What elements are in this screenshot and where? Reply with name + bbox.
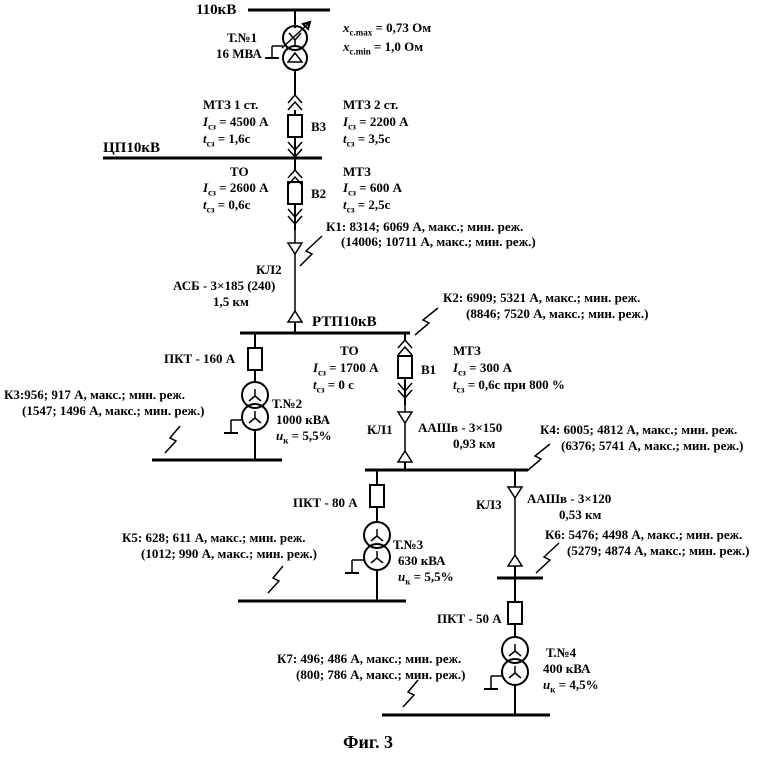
label-to-b1-current: Iсз = 1700 А [313, 360, 379, 378]
label-k1-line1: К1: 8314; 6069 А, макс.; мин. реж. [326, 219, 524, 234]
fault-k7-arrow [402, 679, 419, 708]
label-xc-max: xc.max = 0,73 Ом [343, 20, 432, 38]
label-mtz2-title: МТЗ 2 ст. [343, 97, 399, 112]
label-b2: В2 [311, 186, 327, 201]
cable-end-kl1-top [396, 411, 414, 425]
transformer-t3 [363, 521, 391, 571]
fault-k3-arrow [164, 425, 181, 454]
label-t4-name: Т.№4 [546, 645, 577, 660]
label-mtz1-time: tсз = 1,6с [203, 131, 251, 149]
label-k7-line1: К7: 496; 486 А, макс.; мин. реж. [277, 651, 462, 666]
label-t2-uk: uк = 5,5% [276, 428, 332, 446]
fault-k4-arrow [526, 443, 551, 472]
label-k1-line2: (14006; 10711 А, макс.; мин. реж.) [341, 234, 536, 249]
fault-k5-arrow [267, 565, 284, 594]
disconnector-b1-upper [397, 338, 413, 356]
fuse-pkt80 [369, 484, 385, 508]
label-to-b1-title: ТО [340, 343, 359, 358]
label-aashv150-line2: 0,93 км [453, 436, 496, 451]
label-kl1: КЛ1 [367, 422, 393, 437]
label-to-b1-time: tсз = 0 с [313, 377, 354, 395]
label-bus-rtp: РТП10кВ [312, 314, 377, 330]
label-to-b2-time: tсз = 0,6с [203, 197, 251, 215]
label-pkt80: ПКТ - 80 А [293, 495, 358, 510]
label-bus-cp: ЦП10кВ [103, 140, 160, 156]
ground-t1 [265, 45, 283, 59]
transformer-t4 [501, 636, 529, 686]
label-xc-min: xc.min = 1,0 Ом [343, 39, 424, 57]
label-mtz-b1-time: tсз = 0,6с при 800 % [453, 377, 565, 395]
cable-end-kl3-bottom [506, 553, 524, 567]
label-asb-line2: 1,5 км [213, 294, 249, 309]
breaker-b2 [287, 181, 303, 205]
label-to-b2-current: Iсз = 2600 А [203, 180, 269, 198]
ground-t2 [224, 419, 242, 434]
fault-k1-arrow [299, 235, 323, 267]
label-bus-110kv: 110кВ [196, 2, 237, 18]
fuse-pkt50 [507, 601, 523, 625]
label-b1: В1 [421, 362, 437, 377]
label-t2-name: Т.№2 [272, 396, 303, 411]
label-kl3: КЛ3 [476, 497, 502, 512]
breaker-b3 [287, 114, 303, 138]
label-t1-power: 16 МВА [216, 46, 262, 61]
cable-end-kl3-top [506, 486, 524, 500]
label-aashv120-line2: 0,53 км [559, 507, 602, 522]
transformer-t1 [281, 20, 312, 71]
label-mtz-b2-time: tсз = 2,5с [343, 197, 391, 215]
label-mtz-b1-title: МТЗ [453, 343, 481, 358]
label-t3-uk: uк = 5,5% [398, 569, 454, 587]
figure-caption: Фиг. 3 [343, 732, 393, 752]
label-t1-name: Т.№1 [227, 30, 258, 45]
cable-end-kl2-top [286, 242, 304, 256]
cable-end-kl1-bottom [396, 449, 414, 463]
label-k2-line2: (8846; 7520 А, макс.; мин. реж.) [466, 306, 649, 321]
label-mtz1-current: Iсз = 4500 А [203, 114, 269, 132]
label-k5-line2: (1012; 990 А, макс.; мин. реж.) [141, 546, 317, 561]
disconnector-b3-upper [287, 93, 303, 111]
label-t4-power: 400 кВА [543, 661, 591, 676]
ground-t3 [345, 559, 364, 574]
label-mtz-b2-current: Iсз = 600 А [343, 180, 402, 198]
label-k6-line1: К6: 5476; 4498 А, макс.; мин. реж. [545, 527, 743, 542]
label-k2-line1: К2: 6909; 5321 А, макс.; мин. реж. [443, 290, 641, 305]
label-k3-line1: К3:956; 917 А, макс.; мин. реж. [4, 387, 186, 402]
label-mtz1-title: МТЗ 1 ст. [203, 97, 259, 112]
label-t3-name: Т.№3 [393, 537, 424, 552]
label-b3: В3 [311, 119, 327, 134]
label-k4-line2: (6376; 5741 А, макс.; мин. реж.) [561, 438, 744, 453]
label-mtz-b1-current: Iсз = 300 А [453, 360, 512, 378]
label-aashv150-line1: ААШв - 3×150 [418, 420, 503, 435]
label-k6-line2: (5279; 4874 А, макс.; мин. реж.) [567, 543, 750, 558]
label-aashv120-line1: ААШв - 3×120 [527, 491, 612, 506]
label-asb-line1: АСБ - 3×185 (240) [173, 278, 276, 293]
label-mtz2-time: tсз = 3,5с [343, 131, 391, 149]
label-mtz-b2-title: МТЗ [343, 164, 371, 179]
label-t4-uk: uк = 4,5% [543, 677, 599, 695]
label-pkt50: ПКТ - 50 А [437, 611, 502, 626]
label-kl2: КЛ2 [256, 262, 282, 277]
cable-end-kl2-bottom [286, 309, 304, 323]
fuse-pkt160 [247, 347, 263, 371]
fault-k6-arrow [535, 542, 560, 574]
label-k3-line2: (1547; 1496 А, макс.; мин. реж.) [22, 403, 205, 418]
label-mtz2-current: Iсз = 2200 А [343, 114, 409, 132]
ground-t4 [484, 675, 502, 690]
label-to-b2-title: ТО [230, 164, 249, 179]
label-t3-power: 630 кВА [398, 553, 446, 568]
transformer-t2 [241, 381, 269, 431]
label-k5-line1: К5: 628; 611 А, макс.; мин. реж. [122, 530, 306, 545]
label-k4-line1: К4: 6005; 4812 А, макс.; мин. реж. [540, 422, 738, 437]
fault-k2-arrow [414, 307, 439, 336]
label-pkt160: ПКТ - 160 А [164, 351, 236, 366]
label-k7-line2: (800; 786 А, макс.; мин. реж.) [296, 667, 466, 682]
breaker-b1 [397, 355, 413, 379]
label-t2-power: 1000 кВА [276, 412, 330, 427]
